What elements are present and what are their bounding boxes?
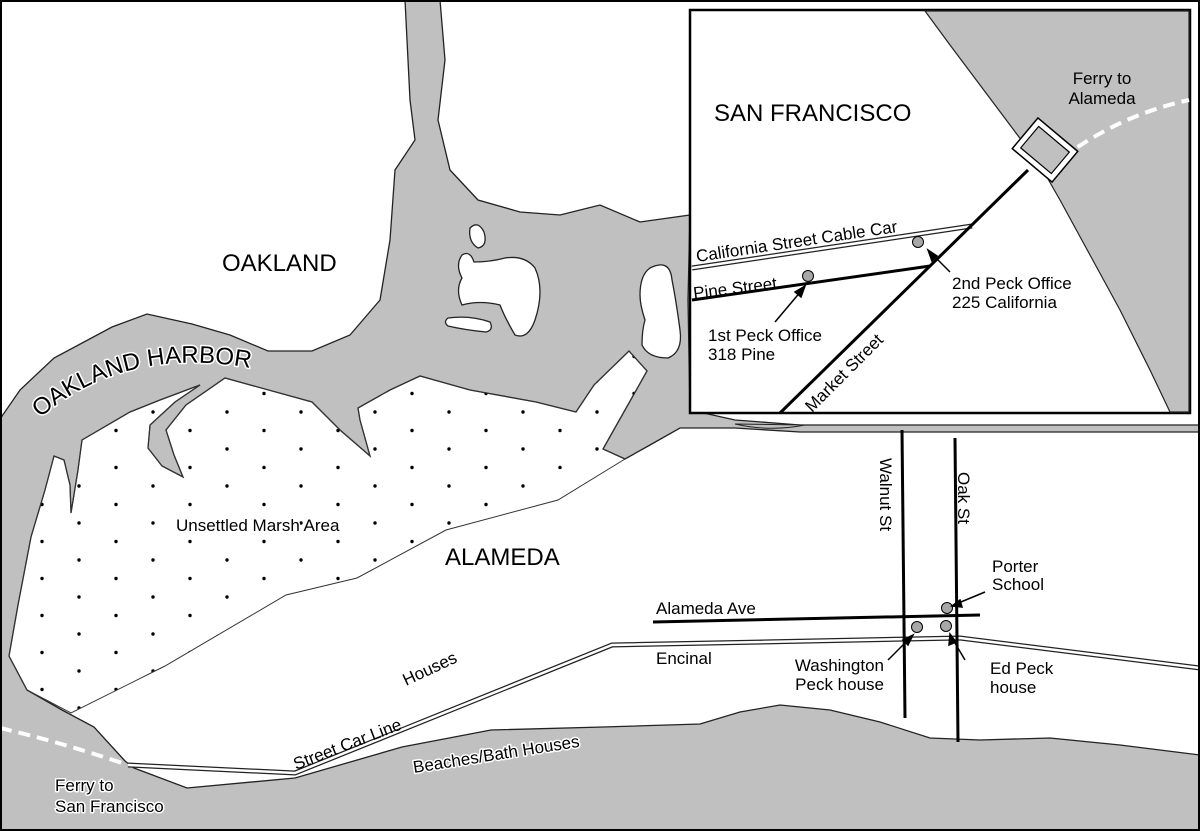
ferry-alameda-label-2: Alameda bbox=[1068, 89, 1136, 108]
edpeck-label-2: house bbox=[990, 678, 1036, 697]
oakland-label: OAKLAND bbox=[222, 250, 337, 277]
porter-label-2: School bbox=[992, 575, 1044, 594]
first-peck-office-marker[interactable] bbox=[802, 270, 814, 282]
encinal-label: Encinal bbox=[656, 649, 712, 668]
east-bay-land bbox=[923, 10, 1190, 413]
first-office-label-1: 1st Peck Office bbox=[708, 326, 822, 345]
street-car-line bbox=[127, 635, 1200, 776]
alameda-label: ALAMEDA bbox=[445, 544, 560, 571]
second-peck-office-marker[interactable] bbox=[912, 236, 924, 248]
arrow-icon bbox=[887, 591, 986, 661]
porter-school-marker[interactable] bbox=[941, 602, 953, 614]
market-street bbox=[778, 168, 1030, 415]
san-francisco-inset: SAN FRANCISCO Ferry to Alameda Californi… bbox=[688, 8, 1192, 416]
washington-label-2: Peck house bbox=[795, 675, 884, 694]
california-cable-car-line bbox=[691, 223, 973, 271]
islands bbox=[444, 224, 682, 359]
walnut-st-label: Walnut St bbox=[876, 458, 895, 531]
second-office-label-1: 2nd Peck Office bbox=[952, 274, 1072, 293]
oak-st-label: Oak St bbox=[954, 472, 973, 524]
ferry-sf-label-1: Ferry to bbox=[55, 776, 114, 795]
water bbox=[734, 423, 806, 429]
marsh-label: Unsettled Marsh Area bbox=[176, 516, 340, 535]
second-office-label-2: 225 California bbox=[952, 293, 1057, 312]
alameda-avenue bbox=[652, 613, 981, 624]
ed-peck-house-marker[interactable] bbox=[940, 620, 952, 632]
san-francisco-label: SAN FRANCISCO bbox=[714, 100, 911, 127]
first-office-label-2: 318 Pine bbox=[708, 345, 775, 364]
marsh-area bbox=[8, 350, 648, 714]
ferry-building bbox=[1011, 116, 1079, 184]
washington-peck-house-marker[interactable] bbox=[911, 621, 923, 633]
washington-label-1: Washington bbox=[795, 656, 884, 675]
pine-street bbox=[691, 264, 931, 302]
alameda-ave-label: Alameda Ave bbox=[656, 599, 756, 618]
oakland-land bbox=[0, 0, 416, 421]
oak-street bbox=[953, 437, 960, 743]
edpeck-label-1: Ed Peck bbox=[990, 659, 1054, 678]
walnut-street bbox=[900, 429, 907, 719]
ferry-alameda-label-1: Ferry to bbox=[1073, 69, 1132, 88]
ferry-route-san-francisco bbox=[0, 726, 126, 766]
ferry-sf-label-2: San Francisco bbox=[55, 797, 164, 816]
ferry-route-alameda bbox=[1060, 98, 1190, 160]
porter-label-1: Porter bbox=[992, 557, 1039, 576]
arrow-icon bbox=[774, 248, 951, 323]
